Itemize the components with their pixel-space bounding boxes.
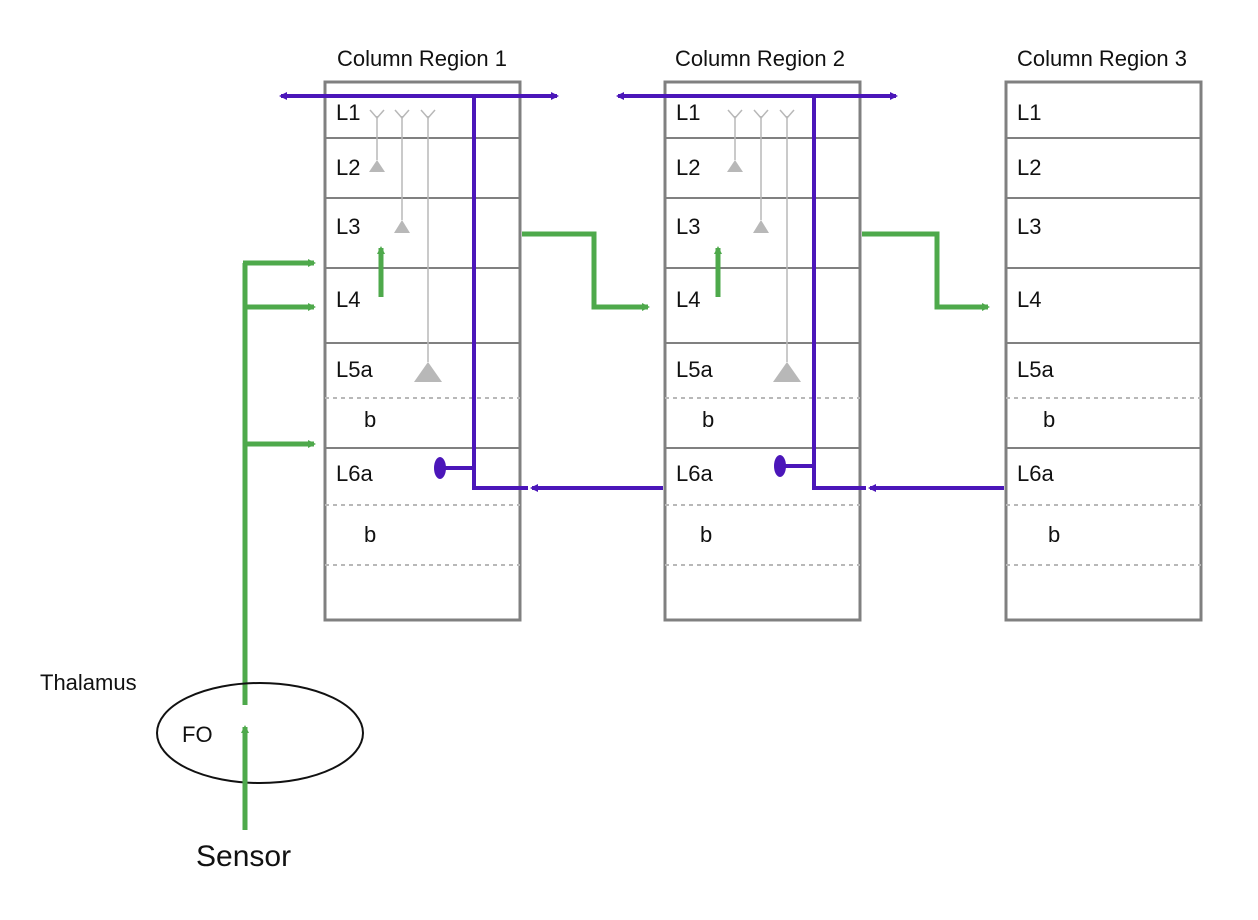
layer-label-l3: L3: [1017, 214, 1041, 239]
fo-nucleus-label: FO: [182, 722, 213, 747]
layer-label-l5b: b: [364, 407, 376, 432]
layer-label-l1: L1: [676, 100, 700, 125]
layer-label-l2: L2: [336, 155, 360, 180]
synapse-terminal-icon: [434, 457, 446, 479]
layer-label-l2: L2: [1017, 155, 1041, 180]
synapse-terminal-icon: [774, 455, 786, 477]
feedback-pathway-region-1: [279, 92, 559, 490]
layer-label-l6b: b: [364, 522, 376, 547]
feedback-pathway-region-2: [616, 92, 898, 490]
layer-label-l6b: b: [1048, 522, 1060, 547]
layer-label-l4: L4: [676, 287, 700, 312]
pyramidal-neurons-icon: [369, 109, 442, 382]
column-region-2: Column Region 2 L1 L2 L3 L4 L5a b L6a b: [663, 46, 990, 622]
feedforward-arrow-1-to-2: [522, 231, 650, 311]
thalamic-input-pathway: [242, 259, 316, 705]
layer-label-l5a: L5a: [676, 357, 713, 382]
layer-label-l6b: b: [700, 522, 712, 547]
layer-label-l5a: L5a: [336, 357, 373, 382]
layer-label-l4: L4: [336, 287, 360, 312]
feedback-axon: [472, 96, 528, 490]
feedback-axon: [812, 96, 866, 490]
column-box: [1004, 80, 1203, 622]
column-region-1: Column Region 1 L1 L2 L3 L4 L5a b L6a b: [323, 46, 650, 622]
column-box: [323, 80, 522, 622]
column-title: Column Region 1: [337, 46, 507, 71]
layer-label-l2: L2: [676, 155, 700, 180]
feedforward-arrow-2-to-3: [862, 231, 990, 311]
layer-label-l4: L4: [1017, 287, 1041, 312]
column-title: Column Region 3: [1017, 46, 1187, 71]
thalamus-ellipse: [156, 682, 364, 784]
layer-label-l6a: L6a: [336, 461, 373, 486]
layer-label-l3: L3: [336, 214, 360, 239]
layer-label-l5b: b: [1043, 407, 1055, 432]
column-box: [663, 80, 862, 622]
column-region-3: Column Region 3 L1 L2 L3 L4 L5a b L6a b: [1004, 46, 1203, 622]
layer-label-l3: L3: [676, 214, 700, 239]
layer-label-l1: L1: [1017, 100, 1041, 125]
layer-label-l6a: L6a: [676, 461, 713, 486]
column-title: Column Region 2: [675, 46, 845, 71]
layer-label-l6a: L6a: [1017, 461, 1054, 486]
sensor-label: Sensor: [196, 840, 291, 873]
layer-label-l5a: L5a: [1017, 357, 1054, 382]
pyramidal-neurons-icon: [727, 109, 801, 382]
layer-label-l1: L1: [336, 100, 360, 125]
layer-label-l5b: b: [702, 407, 714, 432]
thalamus: Thalamus FO: [40, 670, 364, 784]
thalamus-label: Thalamus: [40, 670, 137, 695]
